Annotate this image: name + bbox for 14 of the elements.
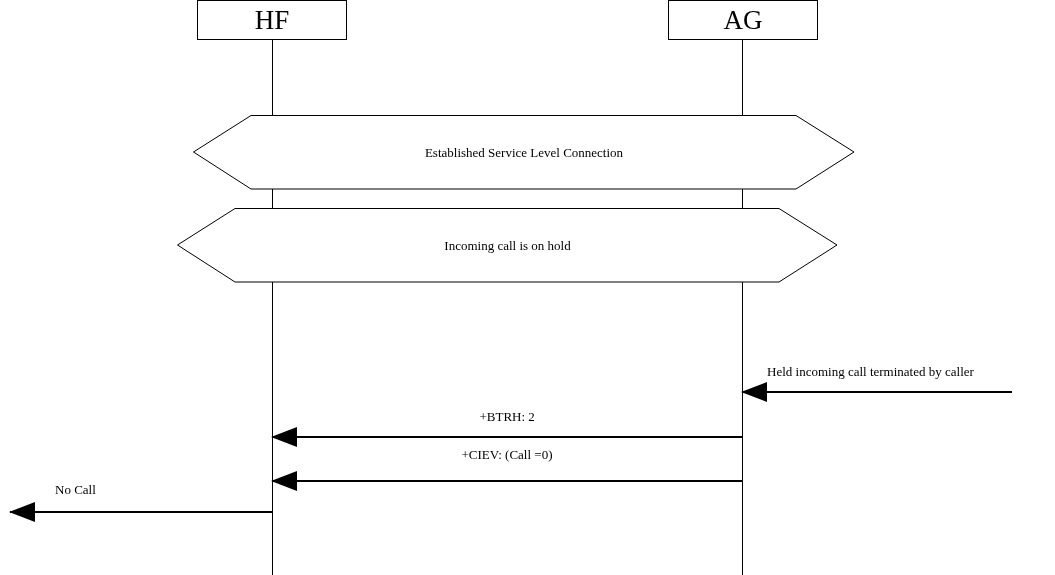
state-band [193,115,855,190]
message-label: +BTRH: 2 [479,409,535,425]
message-arrow [9,502,273,522]
participant-box: HF [197,0,347,40]
state-text: Incoming call is on hold [444,237,571,254]
message-label: No Call [55,482,96,498]
state-band [177,208,838,283]
state-text: Established Service Level Connection [424,144,624,161]
message-arrow [271,471,743,491]
message-label: +CIEV: (Call =0) [461,447,553,463]
participant-box: AG [668,0,818,40]
message-label: Held incoming call terminated by caller [767,364,974,380]
message-arrow [741,382,1013,402]
message-arrow [271,427,743,447]
